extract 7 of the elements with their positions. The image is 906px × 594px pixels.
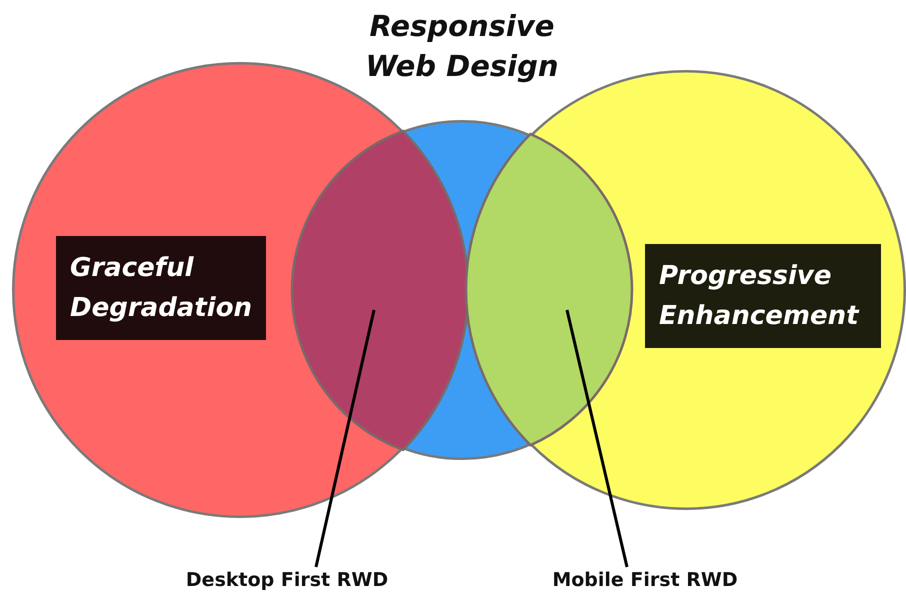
leader-line [566, 310, 628, 568]
label-box: Graceful Degradation [56, 236, 266, 340]
leader-line [314, 310, 376, 568]
circle-heading: Responsive Web Design [364, 8, 560, 85]
caption-text: Mobile First RWD [552, 566, 738, 594]
label-box: Progressive Enhancement [645, 244, 881, 348]
caption-text: Desktop First RWD [186, 566, 388, 594]
